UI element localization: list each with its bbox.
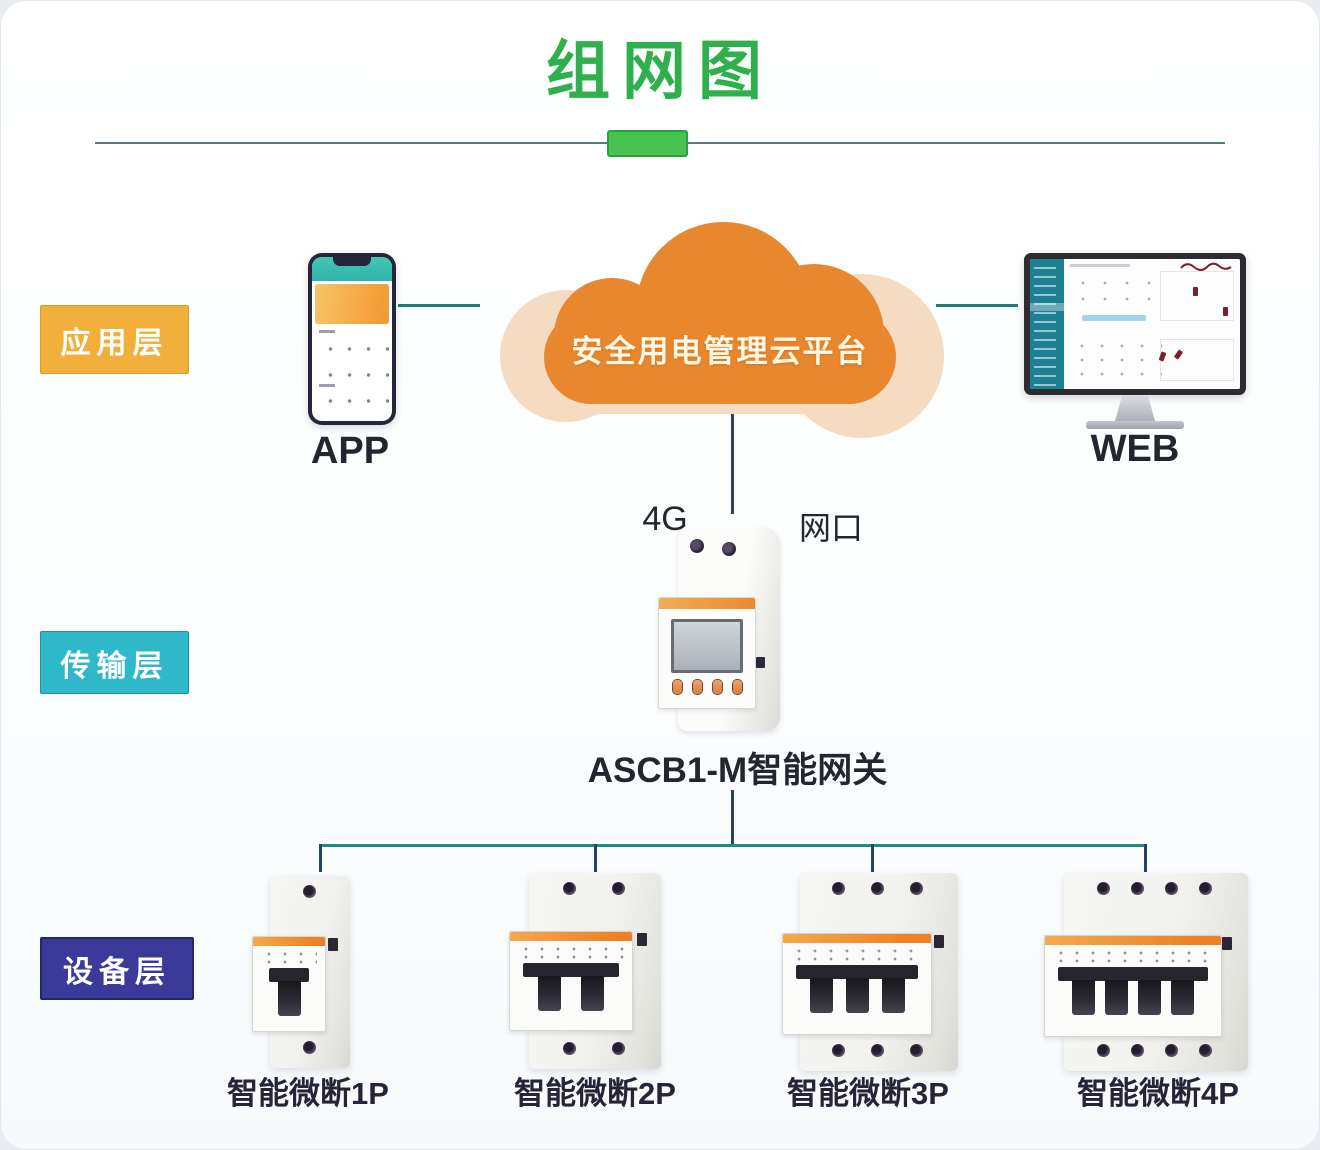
breaker-orange-strip xyxy=(783,934,931,943)
breaker-terminals-bottom xyxy=(819,1044,936,1057)
breaker-terminals-top xyxy=(1086,882,1222,895)
monitor-icon xyxy=(1024,253,1246,431)
breaker-toggle-bar xyxy=(269,968,309,982)
breaker-terminals-bottom xyxy=(545,1042,643,1055)
gateway-lcd-screen xyxy=(671,619,743,673)
breaker-1p-label: 智能微断1P xyxy=(227,1076,389,1111)
cloud-main-base xyxy=(544,310,896,404)
breaker-4p-label: 智能微断4P xyxy=(1077,1076,1239,1111)
dashboard-chart xyxy=(1160,339,1234,381)
breaker-toggle-bar xyxy=(1058,967,1208,981)
phone-notch xyxy=(333,257,371,266)
breaker-toggle-bar xyxy=(523,963,619,977)
dashboard-trend-line xyxy=(1180,262,1232,271)
badge-transport-layer: 传输层 xyxy=(40,631,189,694)
breaker-terminals-top xyxy=(819,882,936,895)
smartphone-icon xyxy=(308,253,396,425)
breaker-2p-label: 智能微断2P xyxy=(514,1076,676,1111)
dashboard-highlight-bar xyxy=(1082,315,1146,321)
phone-screen xyxy=(312,257,392,421)
page-title: 组网图 xyxy=(546,35,774,107)
breaker-toggle-handles xyxy=(803,978,911,1013)
breaker-front-panel xyxy=(782,933,932,1035)
breaker-indicator-window xyxy=(328,938,338,951)
monitor-screen xyxy=(1030,259,1240,389)
device-bus-line xyxy=(319,844,1147,847)
line-gateway-to-bus xyxy=(731,790,734,847)
breaker-orange-strip xyxy=(253,937,325,946)
dashboard-mark xyxy=(1193,287,1198,296)
breaker-toggle-bar xyxy=(796,965,918,979)
breaker-terminals-bottom xyxy=(280,1041,339,1054)
breaker-indicator-window xyxy=(637,933,647,946)
breaker-4p-icon xyxy=(1044,873,1255,1073)
gateway-device-icon xyxy=(658,527,792,737)
breaker-indicator-window xyxy=(934,935,944,948)
dashboard-chart xyxy=(1160,271,1234,321)
monitor-frame xyxy=(1024,253,1246,395)
badge-device-label: 设备层 xyxy=(63,955,171,989)
breaker-3p-label: 智能微断3P xyxy=(787,1076,949,1111)
gateway-label: ASCB1-M智能网关 xyxy=(587,751,888,790)
line-cloud-to-gateway xyxy=(731,412,734,514)
monitor-stand-base xyxy=(1086,421,1184,429)
drop-line-2p xyxy=(594,844,597,872)
breaker-front-panel xyxy=(509,931,633,1031)
breaker-2p-icon xyxy=(509,873,675,1073)
breaker-terminals-top xyxy=(545,882,643,895)
gateway-buttons xyxy=(667,680,747,694)
port-lan-label: 网口 xyxy=(798,510,863,546)
web-label: WEB xyxy=(1090,428,1180,470)
phone-app-grid xyxy=(315,328,389,418)
breaker-indicator-window xyxy=(1222,937,1232,950)
cloud-platform-icon: 安全用电管理云平台 xyxy=(500,222,944,438)
dashboard-topbar xyxy=(1070,264,1130,267)
breaker-3p-icon xyxy=(782,873,966,1073)
gateway-indicator-window xyxy=(756,657,765,668)
drop-line-4p xyxy=(1144,844,1147,872)
breaker-orange-strip xyxy=(1045,936,1221,945)
gateway-front-panel xyxy=(658,597,756,709)
dashboard-sidebar xyxy=(1030,259,1064,389)
dashboard-content xyxy=(1064,259,1240,389)
breaker-front-panel xyxy=(1044,935,1222,1037)
drop-line-1p xyxy=(319,844,322,872)
cloud-platform-label: 安全用电管理云平台 xyxy=(571,334,869,369)
breaker-toggle-handles xyxy=(1067,980,1199,1015)
badge-device-layer: 设备层 xyxy=(40,937,194,1000)
dashboard-mark xyxy=(1223,307,1228,316)
breaker-front-panel xyxy=(252,936,326,1032)
breaker-orange-strip xyxy=(510,932,632,941)
drop-line-3p xyxy=(871,844,874,872)
monitor-stand-neck xyxy=(1115,395,1155,421)
breaker-toggle-handles xyxy=(275,981,303,1016)
gateway-antenna-port xyxy=(690,539,704,553)
title-divider-chip xyxy=(607,130,688,157)
gateway-orange-strip xyxy=(659,598,755,609)
breaker-markings xyxy=(1053,949,1213,965)
badge-transport-label: 传输层 xyxy=(60,649,169,683)
breaker-markings xyxy=(261,950,317,966)
gateway-lan-port xyxy=(722,542,736,556)
dashboard-stats xyxy=(1072,275,1162,311)
breaker-terminals-top xyxy=(280,885,339,898)
phone-banner xyxy=(315,284,389,324)
breaker-1p-icon xyxy=(252,876,358,1072)
dashboard-stats xyxy=(1072,339,1162,379)
breaker-toggle-handles xyxy=(528,976,614,1011)
breaker-markings xyxy=(791,947,923,963)
breaker-terminals-bottom xyxy=(1086,1044,1222,1057)
badge-application-label: 应用层 xyxy=(60,326,169,360)
breaker-markings xyxy=(518,945,624,961)
app-label: APP xyxy=(310,430,390,472)
line-cloud-to-web xyxy=(936,304,1018,307)
badge-application-layer: 应用层 xyxy=(40,305,189,374)
line-app-to-cloud xyxy=(398,304,480,307)
